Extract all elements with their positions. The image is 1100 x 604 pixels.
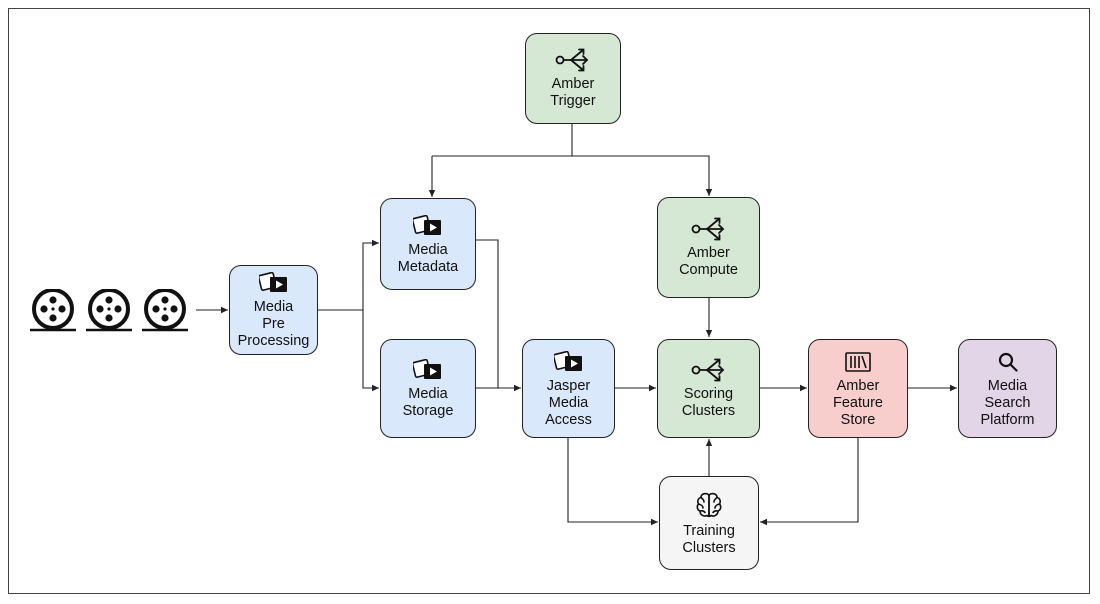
film-reel-icon — [29, 288, 79, 338]
film-reel-icon — [141, 288, 191, 338]
edge-featurestore-to-training — [760, 438, 859, 526]
node-label: Scoring Clusters — [681, 386, 736, 419]
edge-preprocessing-to-metadata — [362, 239, 379, 310]
media-play-icon — [413, 357, 443, 383]
node-label: Amber Trigger — [550, 76, 596, 109]
node-media-search-platform[interactable]: Media Search Platform — [958, 339, 1057, 438]
node-media-storage[interactable]: Media Storage — [380, 339, 476, 438]
node-label: Training Clusters — [682, 522, 736, 556]
fanout-icon — [691, 357, 727, 383]
node-label: Media Search Platform — [980, 377, 1035, 428]
node-media-pre-processing[interactable]: Media Pre Processing — [229, 265, 318, 355]
node-label: Jasper Media Access — [545, 377, 592, 428]
film-reel-icon — [85, 288, 135, 338]
node-label: Media Pre Processing — [237, 299, 310, 349]
node-label: Media Storage — [402, 386, 454, 419]
node-label: Media Metadata — [397, 241, 459, 275]
media-play-icon — [258, 270, 289, 296]
fanout-icon — [555, 47, 591, 73]
brain-icon — [695, 490, 723, 520]
fanout-icon — [691, 216, 727, 242]
edge-jasper-to-training — [567, 438, 658, 526]
media-play-icon — [413, 213, 443, 239]
edge-preprocessing-to-storage — [362, 310, 379, 392]
node-amber-trigger[interactable]: Amber Trigger — [525, 33, 621, 124]
edge-trigger-to-compute — [572, 155, 713, 196]
library-icon — [845, 349, 871, 375]
node-media-metadata[interactable]: Media Metadata — [380, 198, 476, 290]
media-play-icon — [553, 349, 584, 375]
edge-trigger-split — [432, 124, 573, 157]
node-label: Amber Feature Store — [833, 377, 883, 428]
node-amber-feature-store[interactable]: Amber Feature Store — [808, 339, 908, 438]
node-training-clusters[interactable]: Training Clusters — [659, 476, 759, 570]
node-jasper-media-access[interactable]: Jasper Media Access — [522, 339, 615, 438]
search-icon — [997, 349, 1019, 375]
edge-metadata-to-jasper — [476, 239, 499, 388]
node-scoring-clusters[interactable]: Scoring Clusters — [657, 339, 760, 438]
node-amber-compute[interactable]: Amber Compute — [657, 197, 760, 298]
node-label: Amber Compute — [679, 245, 738, 278]
diagram-frame — [8, 8, 1090, 594]
